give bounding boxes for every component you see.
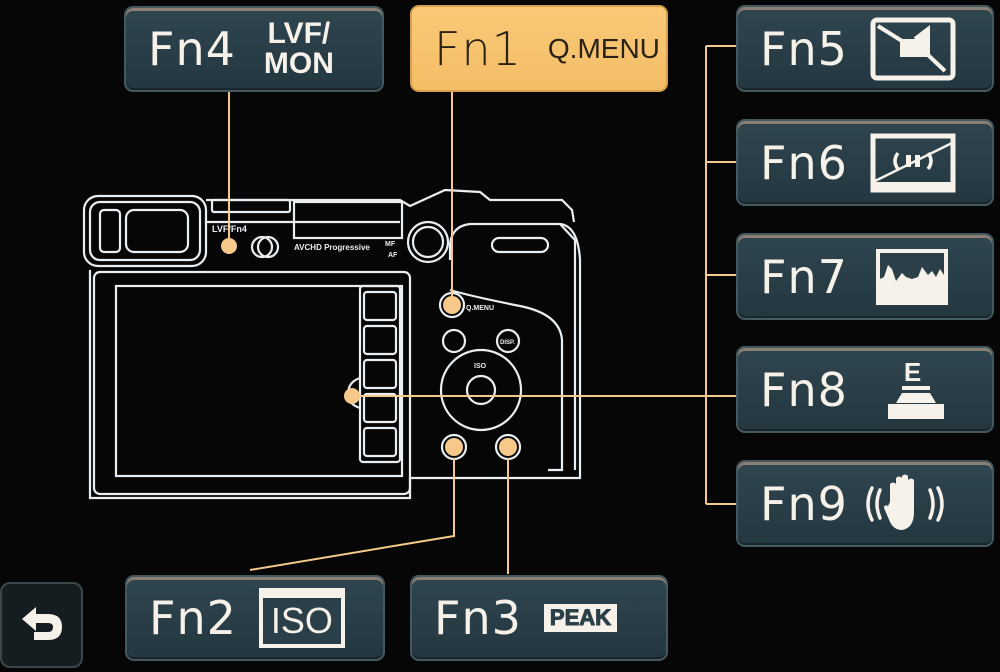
fn5-label: Fn5 [760,21,848,76]
camera-outline [82,188,582,500]
fn2-label: Fn2 [149,591,237,645]
return-icon [20,605,64,645]
fn1-function-label: Q.MENU [547,32,660,64]
avchd-label: AVCHD Progressive [294,243,370,252]
electronic-shutter-icon [870,131,956,195]
level-gauge-letter: E [903,356,922,387]
fn5-button[interactable]: Fn5 [736,5,994,92]
back-button[interactable] [0,582,83,668]
fn4-function-line2: MON [263,47,334,80]
peaking-icon-text: PEAK [549,605,612,630]
fn4-function-line1: LVF/ [267,17,331,50]
fn3-button[interactable]: Fn3 PEAK [410,575,668,661]
fn8-button[interactable]: Fn8 E [736,346,994,433]
fn6-button[interactable]: Fn6 [736,119,994,206]
fn1-button[interactable]: Fn1 Q.MENU [410,5,668,92]
iso-icon: ISO [258,588,345,648]
fn4-button[interactable]: Fn4 LVF/ MON [124,6,384,92]
af-label: AF [388,252,398,259]
fn1-label: Fn1 [434,21,522,76]
mf-label: MF [385,241,396,248]
fn2-button[interactable]: Fn2 ISO [125,575,385,661]
stabilizer-icon [860,472,950,536]
qmenu-label: Q.MENU [466,305,494,312]
fn4-function-label: LVF/ MON [264,19,334,79]
fn8-label: Fn8 [760,362,848,417]
disp-label: DISP. [500,340,515,346]
fn3-label: Fn3 [434,591,522,645]
connector-lines [228,45,736,574]
level-gauge-icon: E [886,356,946,421]
fn9-button[interactable]: Fn9 [736,460,994,547]
histogram-icon [874,247,950,307]
fn7-button[interactable]: Fn7 [736,233,994,320]
silent-mode-icon [870,17,956,81]
fn7-label: Fn7 [760,249,848,304]
peaking-icon: PEAK [543,604,618,632]
fn4-label: Fn4 [148,22,236,76]
fn9-label: Fn9 [760,476,848,531]
connector-dots [221,238,517,456]
iso-icon-text: ISO [262,588,341,644]
iso-label: ISO [474,363,487,370]
fn6-label: Fn6 [760,135,848,190]
